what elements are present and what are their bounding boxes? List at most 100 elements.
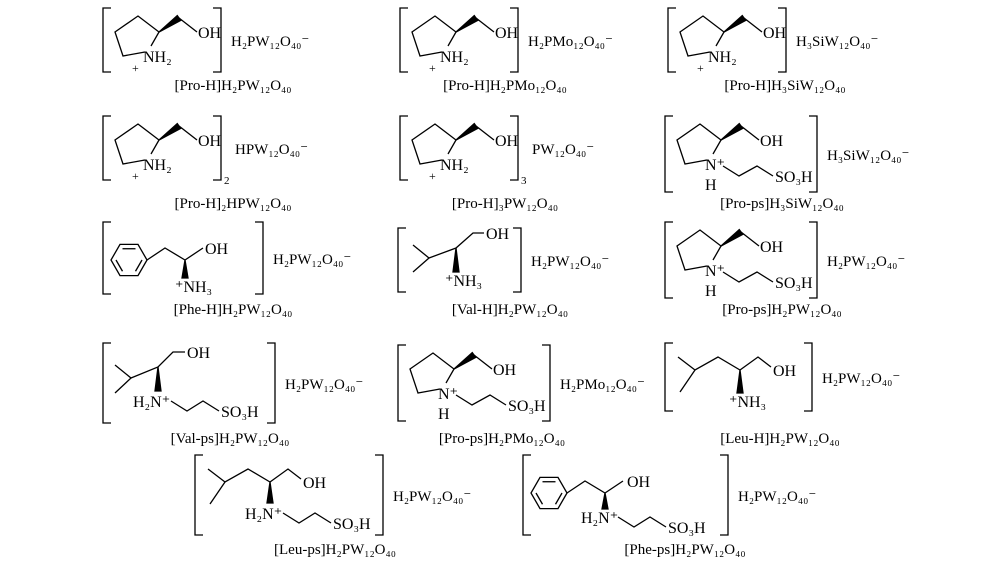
pyrrolidine-ring: [114, 15, 160, 57]
atom-label-so3h: SO₃H: [775, 169, 813, 186]
compound-caption: [Pro-ps]H₃SiW₁₂O₄₀: [720, 196, 844, 212]
right-bracket: [720, 454, 729, 536]
pyrrolidine-ring: [411, 123, 457, 165]
pyrrolidine-ring: [411, 15, 457, 57]
atom-label-plus: +: [132, 169, 139, 183]
pyrrolidine-ring: [114, 123, 160, 165]
atom-label-nh2: NH₂: [143, 49, 172, 66]
wedge-bond: [720, 228, 744, 247]
atom-label-oh: OH: [495, 133, 519, 150]
aromatic-bond: [115, 259, 124, 272]
stoichiometry-subscript: 2: [224, 175, 230, 187]
atom-label-h: H: [705, 283, 717, 300]
compound-caption: [Phe-H]H₂PW₁₂O₄₀: [173, 302, 293, 318]
atom-label-n_plus: N⁺: [705, 157, 725, 174]
atom-label-oh: OH: [495, 25, 519, 42]
cation-skeleton: [409, 351, 507, 406]
aromatic-bond: [554, 492, 563, 505]
atom-label-so3h: SO₃H: [508, 398, 546, 415]
brackets: [667, 7, 787, 73]
right-bracket: [375, 454, 384, 536]
right-bracket: [267, 342, 276, 424]
brackets: [522, 454, 729, 536]
cation-skeleton: [676, 228, 774, 283]
wedge-bond: [158, 14, 182, 33]
left-bracket: [399, 115, 408, 181]
brackets: [102, 221, 264, 295]
backbone: [130, 351, 185, 379]
atom-label-oh: OH: [486, 226, 510, 243]
propyl-chain: [617, 516, 667, 528]
wedge-bond: [266, 481, 274, 504]
cation-skeleton: [676, 122, 774, 177]
anion-formula: H₂PW₁₂O₄₀⁻: [393, 489, 471, 505]
anion-formula: H₂PMo₁₂O₄₀⁻: [560, 377, 645, 393]
isopropyl: [114, 364, 132, 394]
atom-label-oh: OH: [493, 362, 517, 379]
cation-skeleton: [679, 14, 763, 57]
atom-label-oh: OH: [760, 133, 784, 150]
cation-skeleton: [677, 356, 772, 394]
left-bracket: [397, 227, 406, 293]
atom-label-plus: +: [132, 61, 139, 75]
compound-caption: [Pro-H]₃PW₁₂O₄₀: [451, 196, 559, 212]
wedge-bond: [455, 14, 479, 33]
atom-label-plus: +: [697, 61, 704, 75]
atom-label-h: H: [705, 177, 717, 194]
atom-label-so3h: SO₃H: [221, 404, 259, 421]
cation-skeleton: [114, 122, 198, 165]
bond: [743, 17, 763, 33]
backbone: [677, 356, 772, 371]
cation-skeleton: [412, 232, 484, 273]
right-bracket: [213, 115, 222, 181]
atom-label-oh: OH: [760, 239, 784, 256]
compound-caption: [Pro-H]₂HPW₁₂O₄₀: [174, 196, 292, 212]
left-bracket: [664, 342, 673, 412]
right-bracket: [513, 227, 522, 293]
propyl-chain: [282, 512, 332, 524]
atom-label-oh: OH: [198, 133, 222, 150]
cation-skeleton: [530, 476, 667, 528]
propyl-chain: [722, 165, 774, 177]
pyrrolidine-ring: [676, 123, 722, 165]
bond: [740, 125, 760, 141]
brackets: [397, 227, 522, 293]
atom-label-oh: OH: [763, 25, 787, 42]
left-bracket: [664, 221, 673, 299]
wedge-bond: [452, 247, 460, 273]
brackets: [664, 115, 818, 193]
bond: [473, 354, 493, 370]
wedge-bond: [723, 14, 747, 33]
atom-label-nh3: ⁺NH₃: [445, 273, 482, 290]
left-bracket: [399, 7, 408, 73]
pyrrolidine-ring: [679, 15, 725, 57]
cation-skeleton: [207, 468, 332, 524]
compound-caption: [Leu-ps]H₂PW₁₂O₄₀: [274, 542, 396, 558]
right-bracket: [213, 7, 222, 73]
left-bracket: [102, 342, 111, 424]
isopropyl: [412, 244, 431, 273]
left-bracket: [102, 7, 111, 73]
propyl-chain: [170, 400, 220, 412]
bond: [740, 231, 760, 247]
anion-formula: H₂PW₁₂O₄₀⁻: [738, 489, 816, 505]
brackets: [102, 342, 276, 424]
brackets: [397, 344, 551, 422]
right-bracket: [510, 115, 519, 181]
left-bracket: [664, 115, 673, 193]
